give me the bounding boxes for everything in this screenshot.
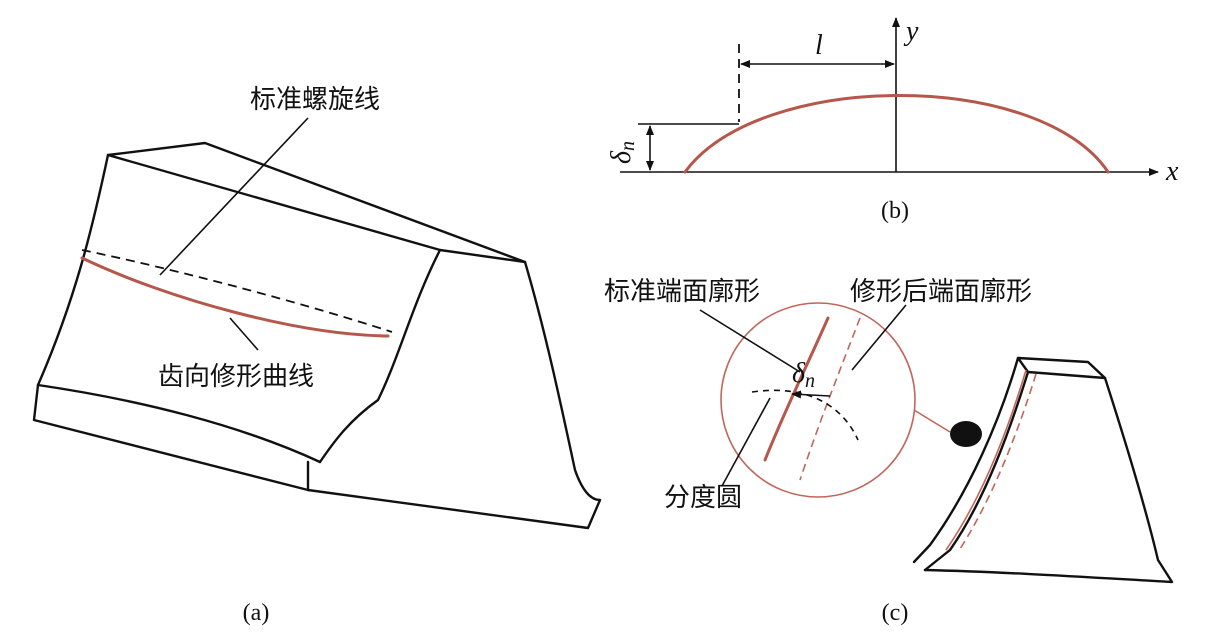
modified-lead-curve: [80, 256, 390, 338]
leader-standard-profile: [699, 309, 801, 373]
panel-a: 标准螺旋线 齿向修形曲线 (a): [32, 85, 602, 626]
standard-helix-line: [81, 249, 393, 333]
label-standard-helix: 标准螺旋线: [250, 85, 380, 115]
leader-standard-helix: [159, 117, 309, 276]
modified-profile-curve: [799, 317, 861, 481]
magnified-region-marker: [950, 421, 982, 447]
label-pitch-circle: 分度圆: [664, 483, 742, 513]
dim-l-label: l: [815, 30, 823, 61]
axis-x-label: x: [1165, 156, 1179, 187]
panel-b: x y l δn (b): [606, 16, 1179, 224]
label-standard-profile: 标准端面廓形: [604, 277, 760, 307]
leader-modified-profile: [851, 304, 907, 371]
caption-a: (a): [243, 600, 270, 626]
modification-arc: [683, 94, 1110, 174]
gear-tooth-body: [32, 141, 602, 530]
leader-modified-curve: [229, 317, 259, 351]
magnifier-circle: [720, 302, 916, 498]
pitch-circle-arc: [751, 389, 859, 441]
small-gear-tooth: [912, 356, 1174, 584]
delta-n-small-arrow: [791, 390, 831, 399]
label-modified-profile: 修形后端面廓形: [850, 277, 1032, 307]
axis-y-label: y: [903, 16, 919, 47]
delta-n-label: δn: [606, 141, 639, 164]
standard-profile-curve: [763, 316, 830, 462]
label-modified-curve: 齿向修形曲线: [158, 362, 314, 392]
caption-b: (b): [881, 198, 909, 224]
panel-c: δn 标准端面廓形 修形后端面廓形 分度圆 (c): [604, 277, 1174, 626]
magnifier-connector: [913, 409, 951, 433]
delta-n-c-label: δn: [792, 358, 815, 392]
leader-pitch-circle: [721, 397, 771, 487]
caption-c: (c): [882, 600, 909, 626]
